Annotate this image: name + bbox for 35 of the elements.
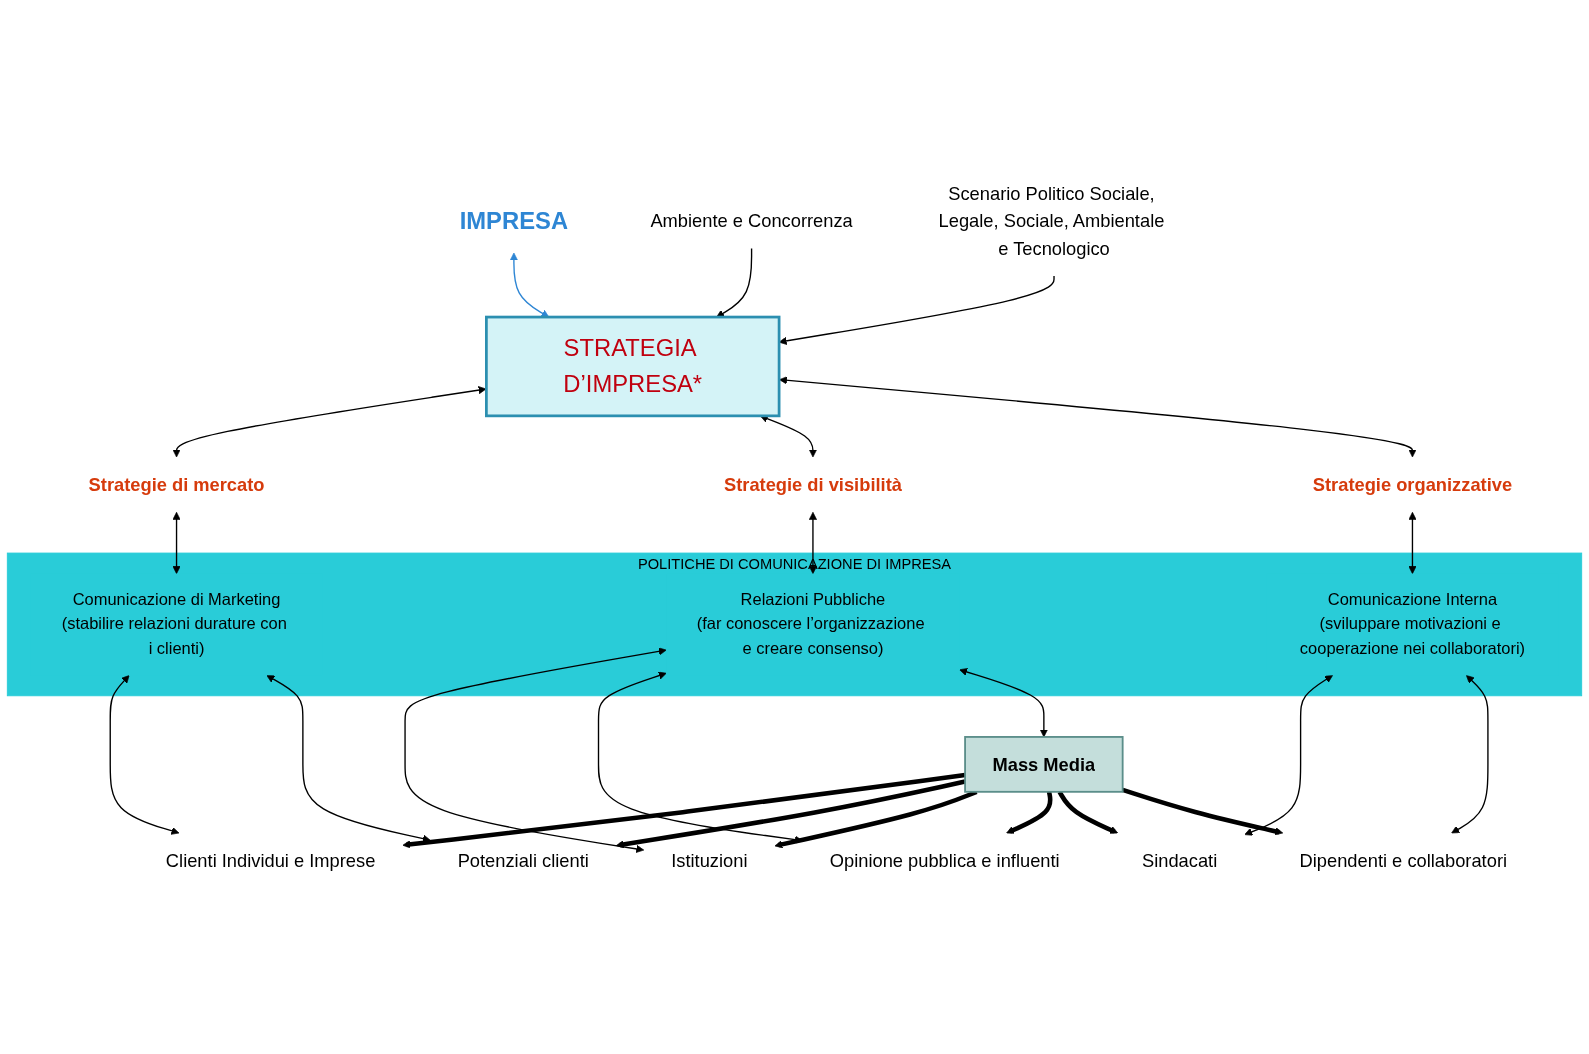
arrow <box>509 252 550 318</box>
node-text: Sindacati <box>1141 850 1218 871</box>
arrow <box>404 647 667 853</box>
arrow <box>1244 675 1333 836</box>
arrow <box>808 511 817 574</box>
node-text: Strategie di visibilità <box>723 474 902 495</box>
node-text: IMPRESA <box>459 206 569 235</box>
node-text: Strategie di mercato <box>88 474 265 495</box>
arrow <box>1006 791 1053 834</box>
arrow <box>266 675 431 843</box>
node-text: Clienti Individui e Imprese <box>165 850 376 871</box>
node-text: Comunicazione Interna (sviluppare motivazioni e cooperazione nei collaboratori) <box>1299 590 1526 658</box>
node-text: Scenario Politico Sociale, Legale, Sociale, Ambientale e Tecnologico <box>938 183 1165 259</box>
arrow <box>109 675 180 835</box>
arrow <box>1057 790 1119 834</box>
arrow <box>1451 675 1489 834</box>
arrow <box>959 668 1048 738</box>
arrow <box>779 376 1417 458</box>
node-text: Relazioni Pubbliche (far conoscere l’organizzazione e creare consenso) <box>696 590 925 658</box>
node-box: STRATEGIA D’IMPRESA* <box>485 315 781 418</box>
node-text: Strategie organizzative <box>1312 474 1513 495</box>
arrow <box>172 511 181 574</box>
node-text: Opinione pubblica e influenti <box>829 850 1060 871</box>
arrow <box>615 779 966 849</box>
arrow <box>402 772 966 849</box>
node-text: Dipendenti e collaboratori <box>1299 850 1508 871</box>
arrow <box>716 247 753 318</box>
arrow <box>1408 511 1417 574</box>
node-box: Mass Media <box>964 736 1124 793</box>
arrow <box>172 386 487 458</box>
node-text: Ambiente e Concorrenza <box>650 210 853 232</box>
node-text: Istituzioni <box>671 850 748 871</box>
node-text: Potenziali clienti <box>457 850 589 871</box>
node-text: Comunicazione di Marketing (stabilire relazioni durature con i clienti) <box>61 590 287 658</box>
arrow <box>1121 787 1284 836</box>
